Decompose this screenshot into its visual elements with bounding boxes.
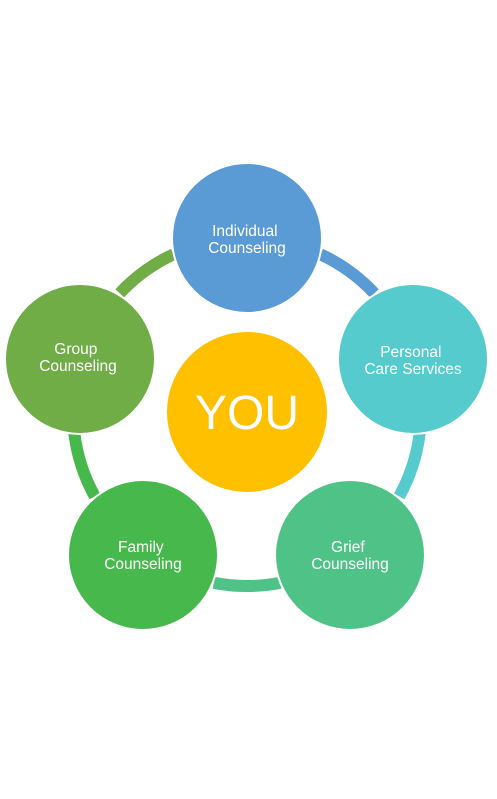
node-individual-counseling: Individual Counseling [171, 162, 323, 314]
svg-text:Personal Care Services: Personal Care Services [364, 344, 462, 378]
node-grief-counseling: Grief Counseling [274, 479, 426, 631]
connector-arc-personal-care-grief [393, 432, 426, 500]
connector-arc-group-individual [115, 248, 177, 298]
node-group-counseling: Group Counseling [4, 283, 156, 435]
center-circle [165, 330, 329, 494]
connector-arc-family-group [68, 432, 101, 500]
center-node: YOU [165, 330, 329, 494]
node-circle [337, 283, 489, 435]
node-circle [274, 479, 426, 631]
node-label-line2: Counseling [311, 556, 389, 573]
node-label-line1: Grief [331, 539, 365, 556]
node-personal-care-services: Personal Care Services [337, 283, 489, 435]
svg-text:Grief Counseling: Grief Counseling [311, 539, 389, 573]
center-label: YOU [195, 387, 299, 440]
node-label-line2: Counseling [104, 556, 182, 573]
node-label-line2: Counseling [208, 240, 286, 257]
connector-ring [68, 248, 426, 592]
node-label-line1: Individual [212, 223, 278, 240]
svg-text:Family Counseling: Family Counseling [104, 539, 182, 573]
svg-text:Group Counseling: Group Counseling [39, 341, 117, 375]
node-label-line1: Group [54, 341, 97, 358]
node-circle [4, 283, 156, 435]
node-label-line1: Personal [380, 344, 441, 361]
connector-arc-grief-family [212, 576, 282, 592]
node-label-line2: Care Services [364, 361, 462, 378]
node-label-line2: Counseling [39, 358, 117, 375]
node-circle [171, 162, 323, 314]
connector-arc-individual-personal-care [317, 248, 379, 298]
svg-text:Individual Counseling: Individual Counseling [208, 223, 286, 257]
node-family-counseling: Family Counseling [67, 479, 219, 631]
node-label-line1: Family [118, 539, 164, 556]
node-circle [67, 479, 219, 631]
